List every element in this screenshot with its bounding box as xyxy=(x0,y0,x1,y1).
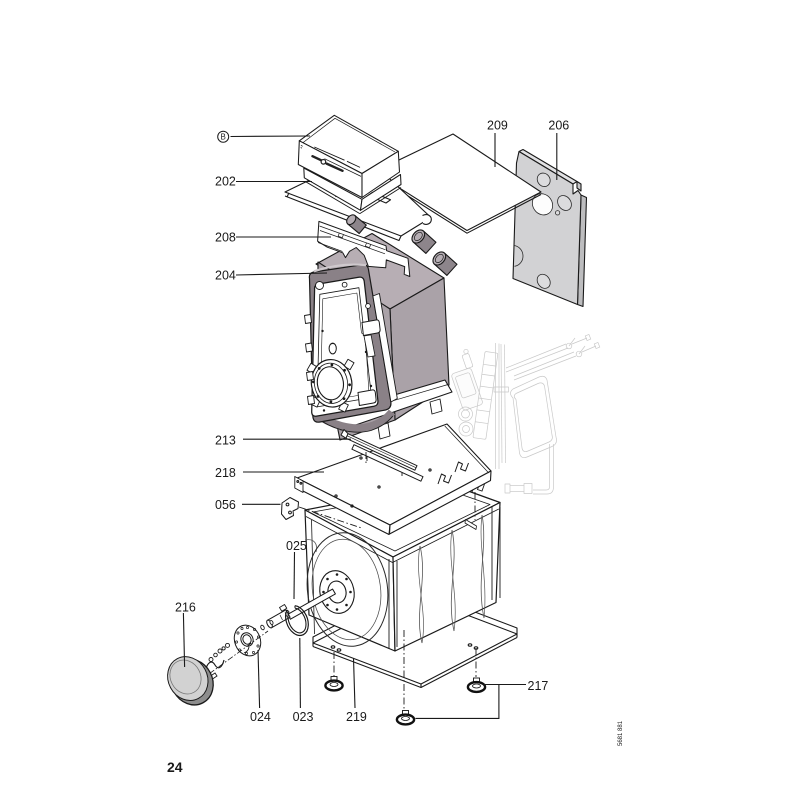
svg-text:208: 208 xyxy=(215,231,236,245)
svg-text:217: 217 xyxy=(528,679,549,693)
svg-text:209: 209 xyxy=(487,119,508,133)
svg-text:056: 056 xyxy=(215,498,236,512)
svg-text:213: 213 xyxy=(215,434,236,448)
svg-text:218: 218 xyxy=(215,466,236,480)
svg-text:202: 202 xyxy=(215,175,236,189)
svg-text:24: 24 xyxy=(167,759,183,775)
svg-text:024: 024 xyxy=(250,710,271,724)
svg-text:206: 206 xyxy=(548,119,569,133)
svg-text:025: 025 xyxy=(286,539,307,553)
svg-text:5681 881: 5681 881 xyxy=(618,720,624,746)
svg-text:216: 216 xyxy=(175,601,196,615)
svg-text:023: 023 xyxy=(293,710,314,724)
svg-text:B: B xyxy=(221,133,226,142)
svg-text:219: 219 xyxy=(346,710,367,724)
svg-text:204: 204 xyxy=(215,268,236,282)
